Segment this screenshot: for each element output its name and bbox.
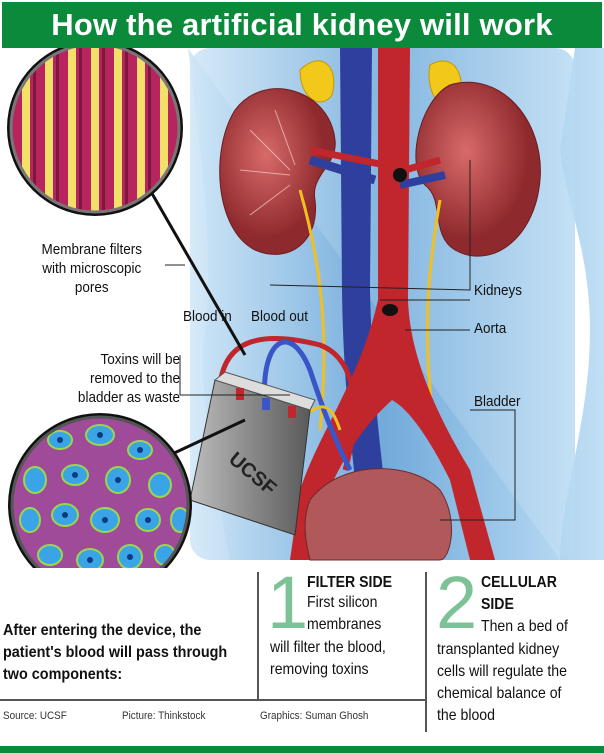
step-2-text-line: the blood bbox=[437, 707, 495, 724]
aorta bbox=[290, 48, 495, 560]
membrane-label-line: pores bbox=[74, 279, 109, 296]
divider bbox=[425, 572, 427, 732]
kidney-cells-closeup bbox=[8, 413, 192, 568]
step-1-text-line: will filter the blood, bbox=[270, 639, 386, 656]
bladder-label: Bladder bbox=[474, 393, 521, 410]
step-2-heading: SIDE bbox=[481, 596, 514, 613]
bladder bbox=[304, 468, 453, 561]
membrane-label: Membrane filters with microscopic pores bbox=[22, 240, 162, 297]
membrane-filter-closeup bbox=[7, 48, 183, 216]
toxins-label: Toxins will be removed to the bladder as… bbox=[45, 350, 180, 407]
kidney-illustration: UCSF bbox=[7, 48, 604, 568]
bottom-bar bbox=[0, 746, 604, 753]
intro-line: After entering the device, the bbox=[3, 622, 202, 639]
step-2-number: 2 bbox=[436, 561, 478, 644]
divider bbox=[257, 572, 259, 700]
step-2-text-line: Then a bed of bbox=[481, 618, 568, 635]
right-kidney bbox=[415, 81, 541, 257]
blood-in-label: Blood in bbox=[183, 308, 232, 325]
kidneys-label: Kidneys bbox=[474, 282, 523, 299]
ucsf-device: UCSF bbox=[189, 371, 316, 536]
step-1-text-line: membranes bbox=[307, 616, 382, 633]
step-1-number: 1 bbox=[267, 561, 309, 644]
step-1-text-line: removing toxins bbox=[270, 661, 369, 678]
membrane-label-line: with microscopic bbox=[42, 260, 142, 277]
blood-out-label: Blood out bbox=[251, 308, 309, 325]
toxins-label-line: bladder as waste bbox=[77, 389, 180, 406]
aorta-label: Aorta bbox=[474, 320, 507, 337]
step-2-text-line: transplanted kidney bbox=[437, 641, 560, 658]
toxins-label-line: Toxins will be bbox=[100, 351, 180, 368]
intro-text: After entering the device, the patient's… bbox=[3, 620, 227, 686]
membrane-label-line: Membrane filters bbox=[41, 241, 143, 258]
step-1-text-line: First silicon bbox=[307, 594, 378, 611]
step-2-text-line: chemical balance of bbox=[437, 685, 562, 702]
graphics-credit: Graphics: Suman Ghosh bbox=[260, 710, 369, 722]
page-title: How the artificial kidney will work bbox=[2, 2, 602, 48]
divider bbox=[0, 699, 426, 701]
intro-line: two components: bbox=[3, 666, 123, 683]
step-1-heading: FILTER SIDE bbox=[307, 574, 393, 591]
step-2-heading: CELLULAR bbox=[481, 574, 557, 591]
toxins-label-line: removed to the bbox=[89, 370, 180, 387]
step-2-text-line: cells will regulate the bbox=[437, 663, 567, 680]
intro-line: patient's blood will pass through bbox=[3, 644, 228, 661]
source-credit: Source: UCSF bbox=[3, 710, 67, 722]
picture-credit: Picture: Thinkstock bbox=[122, 710, 206, 722]
